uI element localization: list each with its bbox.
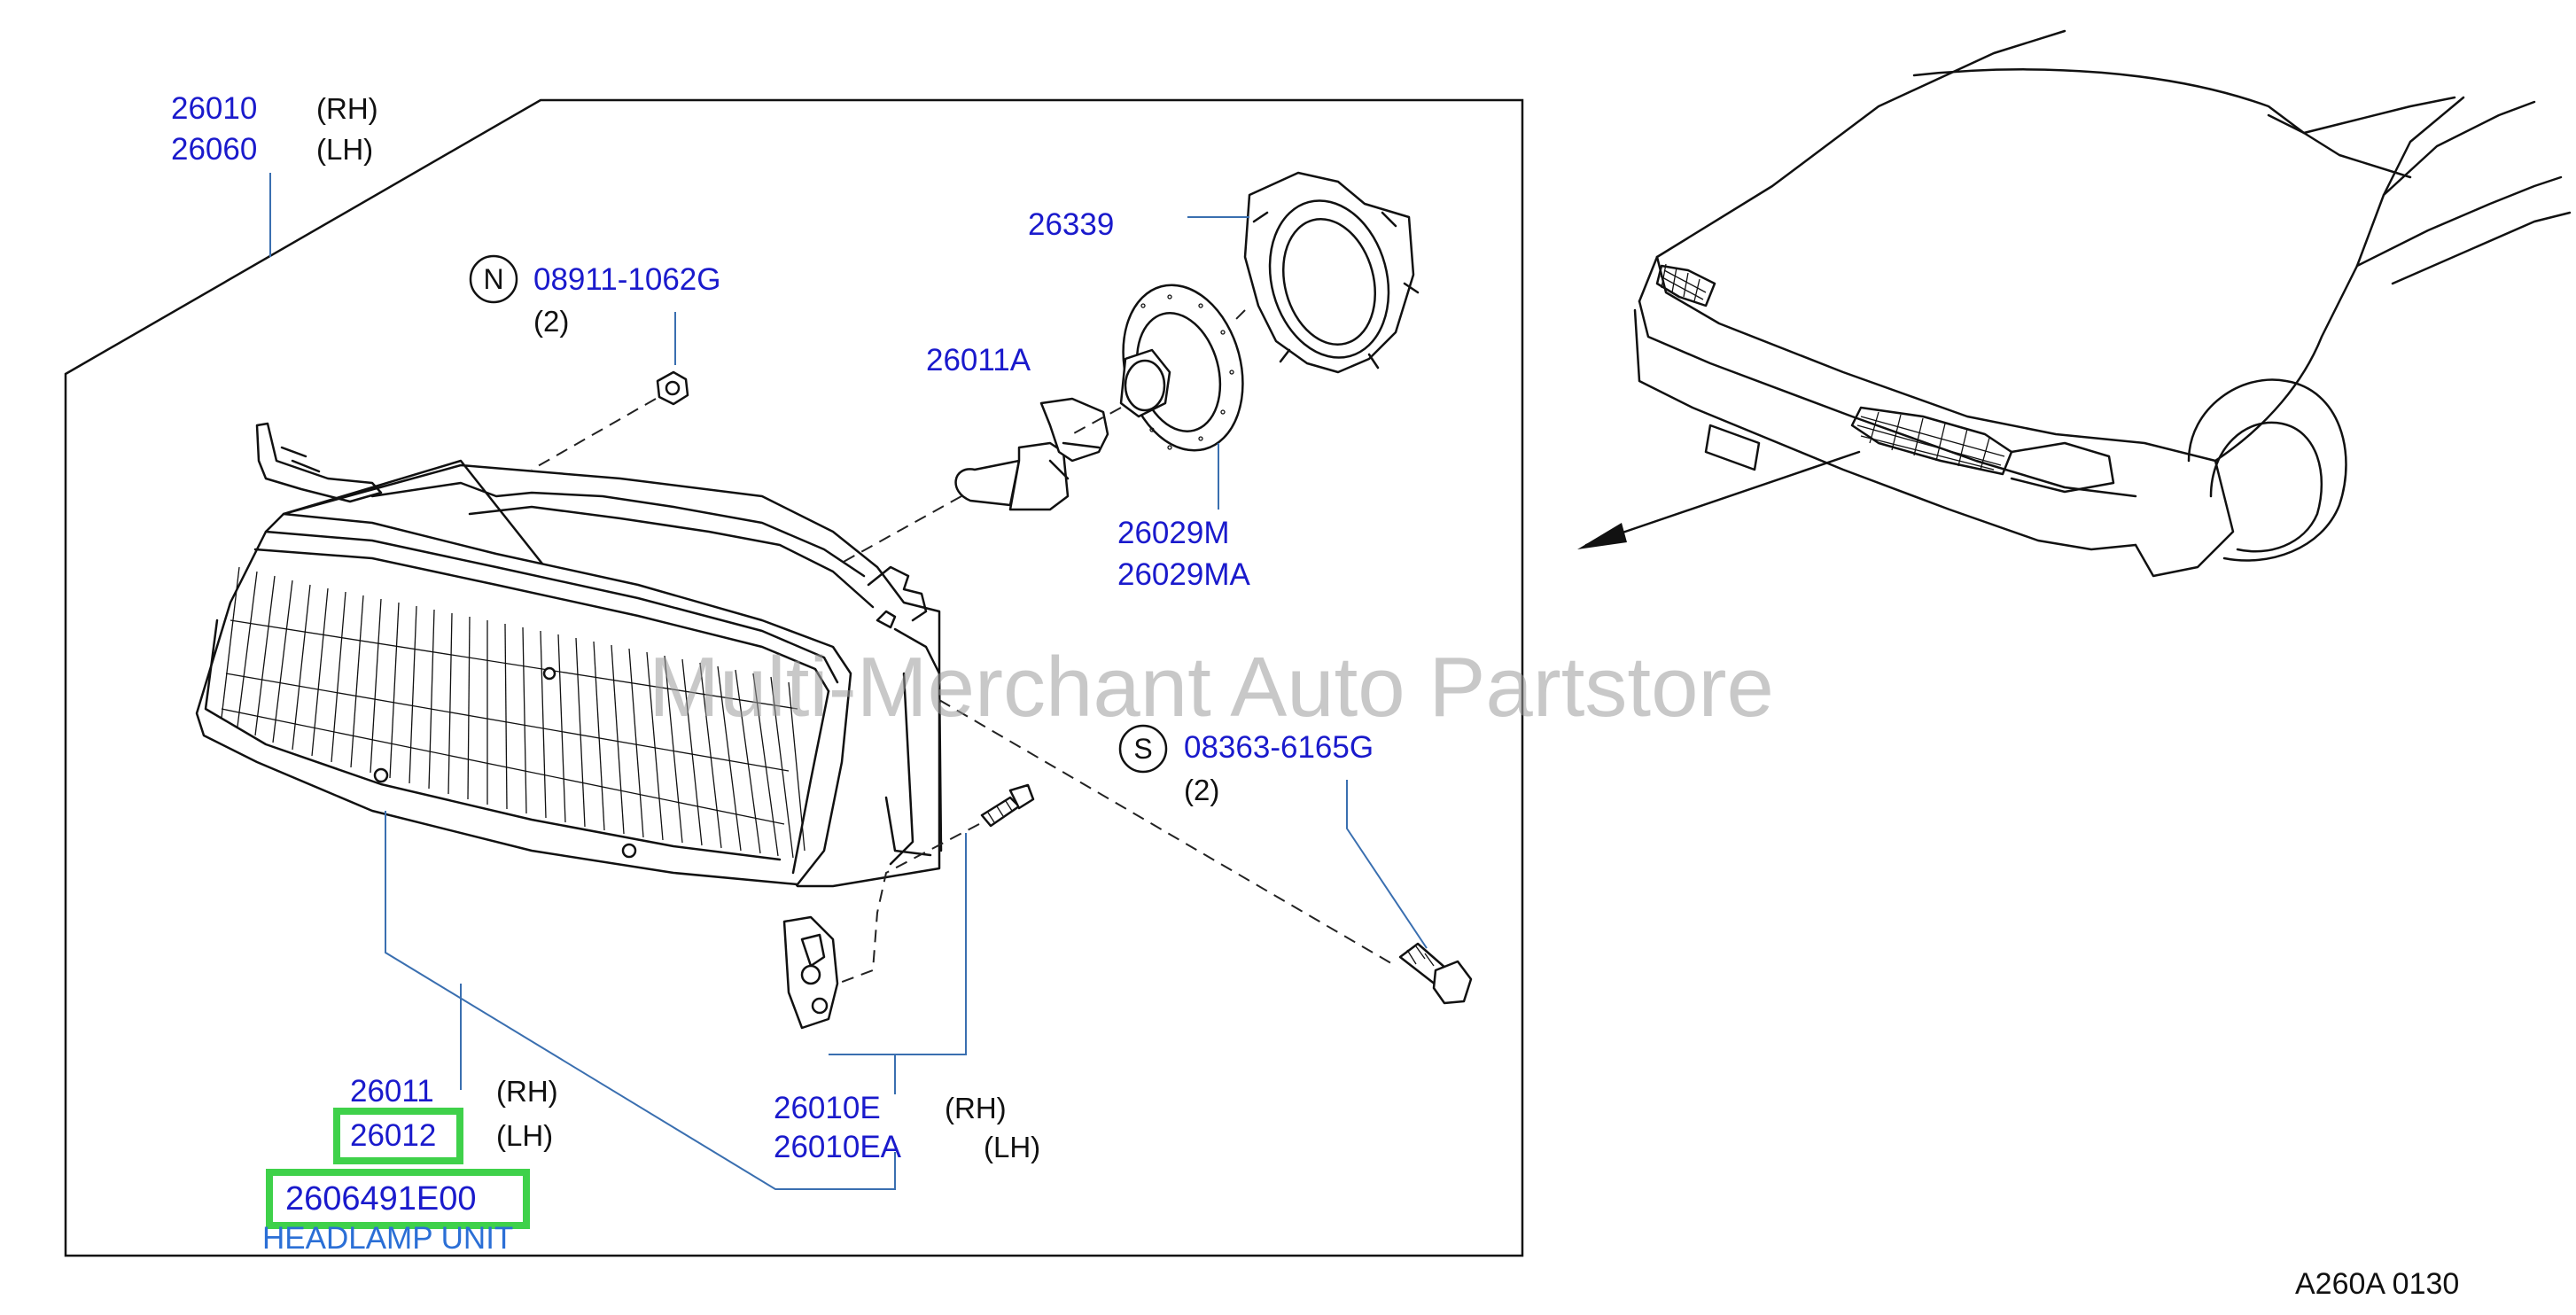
screw-illustration (1398, 942, 1473, 1005)
label-headlamp-unit: HEADLAMP UNIT (262, 1221, 513, 1256)
socket-illustration (1119, 284, 1244, 452)
diagram-frame (64, 98, 1524, 1257)
diagram-code: A260A 0130 (2295, 1267, 2459, 1301)
dash-bulb (841, 495, 962, 564)
nut-symbol: N (483, 263, 503, 295)
label-26012-side: (LH) (496, 1119, 553, 1152)
nut-symbol-circle (469, 254, 518, 304)
screw-symbol: S (1133, 733, 1152, 765)
label-08911-1062g: 08911-1062G (533, 262, 720, 297)
highlight-26012 (333, 1108, 463, 1164)
label-26011a: 26011A (926, 343, 1031, 377)
watermark: Multi-Merchant Auto Partstore (649, 640, 1774, 735)
label-26060: 26060 (171, 132, 257, 167)
label-26010ea: 26010EA (774, 1130, 902, 1164)
label-26339: 26339 (1028, 207, 1114, 242)
highlight-2606491e00 (266, 1169, 530, 1229)
cap-illustration (1243, 171, 1420, 374)
label-26011-side: (RH) (496, 1075, 558, 1108)
headlamp-illustration (195, 422, 943, 888)
label-screw-qty: (2) (1184, 774, 1219, 806)
label-26010e-side: (RH) (945, 1092, 1007, 1124)
label-26012[interactable]: 26012 (350, 1118, 436, 1153)
label-26010ea-side: (LH) (984, 1131, 1040, 1163)
bolt-illustration (980, 783, 1035, 828)
label-26011: 26011 (350, 1074, 434, 1109)
dash-socket (1071, 407, 1122, 435)
label-26060-side: (LH) (316, 133, 373, 166)
leader-screw (1346, 780, 1428, 949)
vehicle-illustration (1633, 29, 2572, 578)
bulb-illustration (954, 397, 1109, 511)
location-arrow (1577, 450, 1861, 549)
label-26010-side: (RH) (316, 92, 378, 125)
label-26010: 26010 (171, 91, 257, 126)
label-26029m: 26029M (1117, 516, 1229, 550)
label-2606491e00[interactable]: 2606491E00 (285, 1180, 477, 1218)
adjuster-bracket-illustration (782, 915, 839, 1030)
label-08363-6165g: 08363-6165G (1184, 730, 1374, 765)
dash-nut (531, 398, 657, 471)
label-nut-qty: (2) (533, 305, 569, 338)
label-26010e: 26010E (774, 1091, 881, 1125)
leader-headlamp (385, 811, 896, 1190)
dash-bolt (837, 823, 980, 984)
dash-screw (938, 699, 1397, 967)
leader-bracket (829, 833, 967, 1094)
screw-symbol-circle (1118, 724, 1168, 774)
nut-illustration (656, 370, 689, 406)
dash-cap (1235, 309, 1246, 320)
label-26029ma: 26029MA (1117, 557, 1250, 592)
